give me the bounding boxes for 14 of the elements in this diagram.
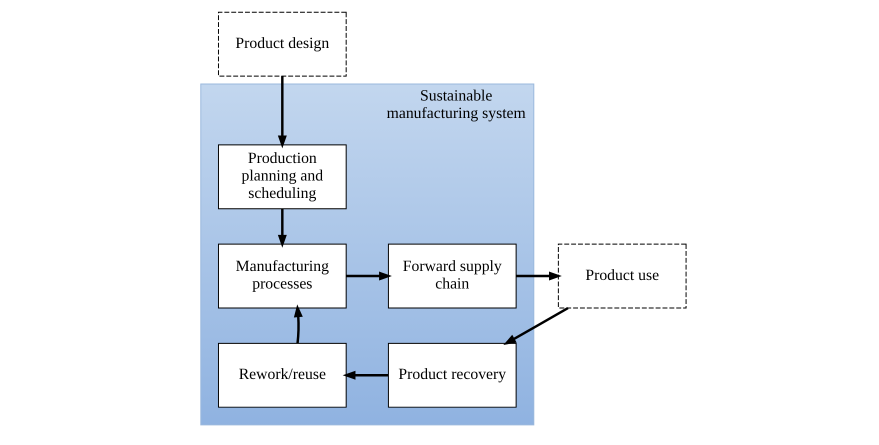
- node-box: Rework/reuse: [218, 342, 347, 408]
- arrow: [342, 370, 388, 380]
- arrow: [294, 304, 303, 344]
- node-box: Manufacturing processes: [218, 244, 347, 308]
- node-box: Product design: [218, 12, 347, 77]
- arrow: [503, 307, 569, 346]
- node-box: Forward supply chain: [388, 244, 517, 308]
- arrow: [516, 272, 562, 281]
- node-box: Production planning and scheduling: [218, 144, 347, 210]
- arrow: [346, 272, 392, 281]
- arrow: [278, 208, 287, 248]
- node-box: Product use: [558, 244, 687, 308]
- arrow: [278, 76, 287, 148]
- node-box: Product recovery: [388, 342, 517, 408]
